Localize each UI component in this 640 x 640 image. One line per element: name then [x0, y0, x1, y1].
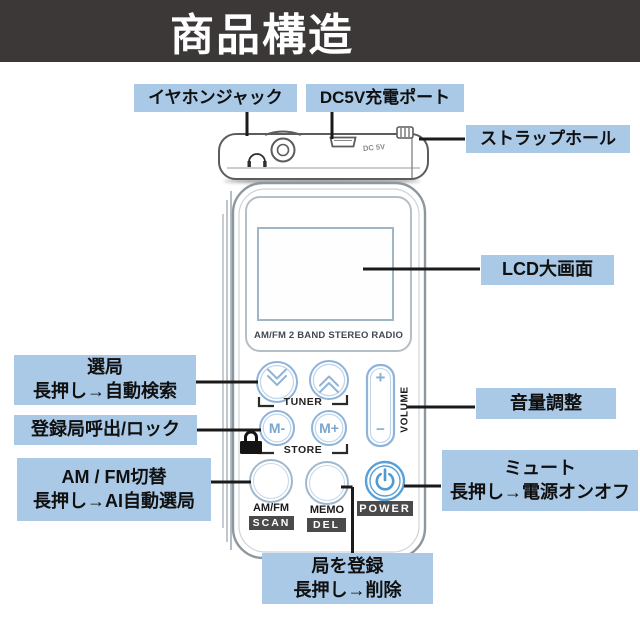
callout-tuning-line2: 長押し→自動検索	[33, 381, 177, 401]
memo-del-button	[305, 461, 349, 505]
callout-mute-power-line2: 長押し→電源オンオフ	[450, 481, 630, 502]
callout-mute-power-line1: ミュート	[504, 457, 576, 478]
callout-tuning: 選局 長押し→自動検索	[14, 355, 196, 405]
callout-store-station-line2: 長押し→削除	[293, 579, 402, 600]
callout-lcd-screen: LCD大画面	[481, 255, 614, 285]
callout-strap-hole: ストラップホール	[466, 125, 630, 153]
callout-dc5v-port: DC5V充電ポート	[306, 84, 464, 112]
callout-dc5v-port-text: DC5V充電ポート	[319, 87, 451, 107]
callout-volume-adjust-text: 音量調整	[510, 392, 582, 413]
tune-down-button	[256, 361, 298, 403]
callout-tuning-line1: 選局	[87, 357, 123, 378]
usb-port-icon	[329, 136, 357, 148]
callout-strap-hole-text: ストラップホール	[480, 128, 616, 148]
connector-lines	[196, 112, 480, 553]
del-badge: DEL	[307, 518, 346, 532]
store-text: STORE	[283, 444, 323, 456]
chevron-down-icon	[267, 368, 287, 386]
device-front-view	[222, 181, 427, 560]
power-button	[364, 460, 406, 502]
memory-minus-glyph: M-	[268, 420, 286, 436]
memory-plus-glyph: M+	[319, 420, 339, 436]
callout-store-station: 局を登録 長押し→削除	[262, 553, 433, 604]
callout-preset-recall-lock-text: 登録局呼出/ロック	[30, 419, 180, 440]
lock-icon	[240, 430, 262, 454]
volume-text: VOLUME	[399, 386, 411, 433]
device-top-view	[218, 126, 429, 180]
strap-hole-icon	[396, 126, 414, 139]
lcd-screen	[257, 227, 394, 321]
plus-icon: +	[375, 368, 386, 387]
power-badge: POWER	[357, 501, 413, 516]
callout-lcd-screen-text: LCD大画面	[502, 259, 593, 280]
callout-amfm-switch-line1: AM / FM切替	[61, 466, 167, 487]
callout-amfm-switch-line2: 長押し→AI自動選局	[33, 490, 195, 511]
callout-mute-power: ミュート 長押し→電源オンオフ	[442, 450, 638, 511]
tuner-text: TUNER	[283, 396, 323, 408]
scan-badge: SCAN	[249, 516, 294, 530]
callout-preset-recall-lock: 登録局呼出/ロック	[14, 415, 197, 445]
callout-amfm-switch: AM / FM切替 長押し→AI自動選局	[17, 458, 211, 521]
header-banner: 商品構造	[0, 0, 640, 62]
memory-plus-button	[311, 410, 347, 446]
amfm-scan-button	[249, 459, 293, 503]
earphone-jack-icon	[270, 137, 296, 163]
page-title: 商品構造	[170, 11, 354, 60]
callout-earphone-jack: イヤホンジャック	[134, 84, 297, 112]
headphone-icon	[247, 153, 267, 167]
tuner-brackets	[257, 395, 349, 408]
tune-up-button	[309, 360, 349, 400]
chevron-up-icon	[319, 375, 339, 393]
minus-icon: −	[376, 421, 385, 438]
callout-earphone-jack-text: イヤホンジャック	[148, 87, 283, 107]
volume-slider	[365, 363, 396, 448]
callout-store-station-line1: 局を登録	[311, 555, 384, 576]
memory-minus-button	[259, 410, 295, 446]
amfm-button-text: AM/FM	[252, 502, 290, 514]
memo-button-text: MEMO	[309, 504, 345, 516]
power-icon	[375, 468, 395, 491]
callout-volume-adjust: 音量調整	[476, 388, 616, 419]
radio-brand-text: AM/FM 2 BAND STEREO RADIO	[253, 330, 404, 341]
